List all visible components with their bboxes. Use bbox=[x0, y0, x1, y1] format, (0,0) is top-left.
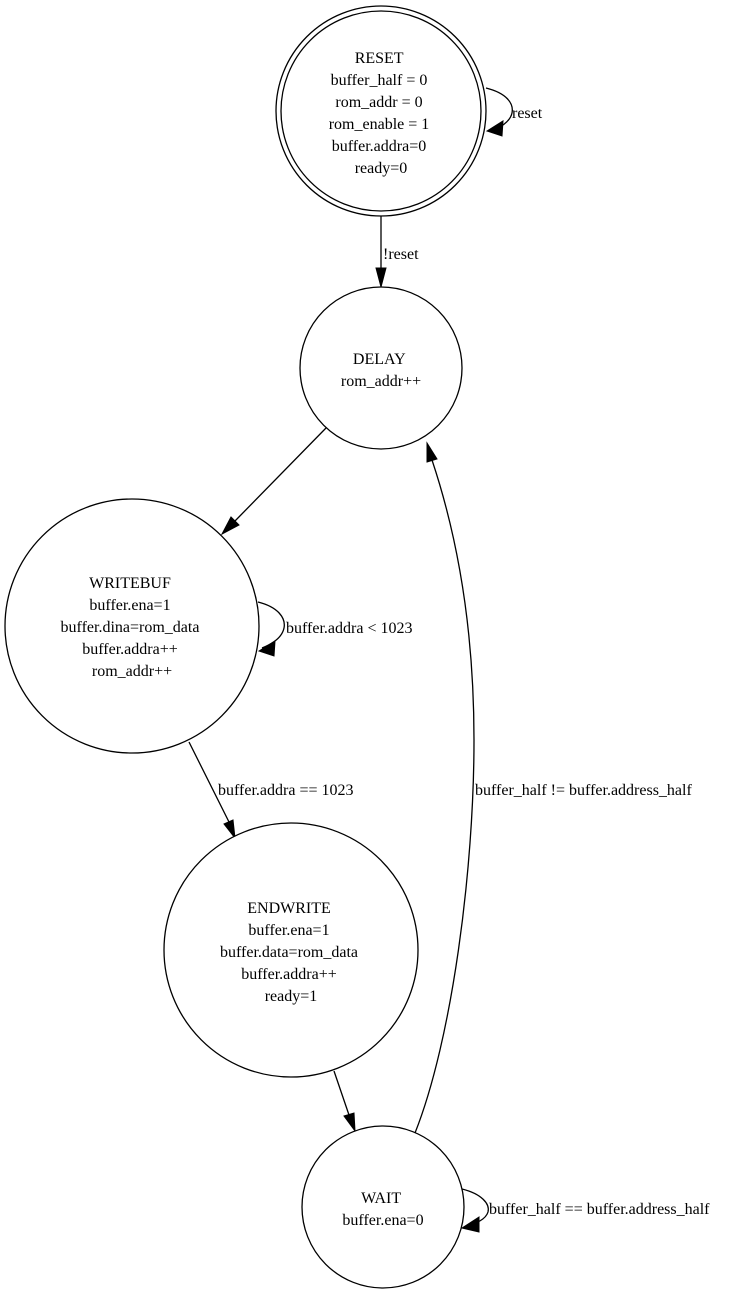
state-writebuf-name: WRITEBUF bbox=[89, 575, 171, 592]
svg-text:DELAY rom_addr++: DELAY rom_addr++ bbox=[341, 351, 421, 390]
edge-label-reset: reset bbox=[512, 105, 543, 122]
edge-wait-to-delay bbox=[414, 441, 475, 1134]
state-wait: WAIT buffer.ena=0 bbox=[301, 1125, 465, 1289]
edge-reset-to-delay bbox=[375, 216, 387, 289]
state-delay-name: DELAY bbox=[353, 351, 406, 368]
state-writebuf: WRITEBUF buffer.ena=1 buffer.dina=rom_da… bbox=[4, 498, 260, 754]
edge-reset-self bbox=[485, 87, 513, 137]
edge-label-half-neq: buffer_half != buffer.address_half bbox=[475, 782, 692, 799]
state-reset-action: ready=0 bbox=[355, 160, 408, 177]
state-reset-action: rom_addr = 0 bbox=[335, 94, 422, 111]
state-wait-name: WAIT bbox=[361, 1190, 401, 1207]
state-reset-action: rom_enable = 1 bbox=[329, 116, 430, 133]
state-endwrite-action: buffer.addra++ bbox=[241, 966, 337, 983]
state-reset: RESET buffer_half = 0 rom_addr = 0 rom_e… bbox=[275, 5, 487, 217]
edge-writebuf-self bbox=[257, 601, 285, 657]
state-writebuf-action: buffer.ena=1 bbox=[89, 597, 170, 614]
state-endwrite-action: buffer.data=rom_data bbox=[220, 944, 358, 961]
state-wait-action: buffer.ena=0 bbox=[342, 1212, 423, 1229]
state-writebuf-action: buffer.dina=rom_data bbox=[61, 619, 200, 636]
state-reset-name: RESET bbox=[355, 50, 404, 67]
state-writebuf-action: rom_addr++ bbox=[92, 663, 172, 680]
edge-label-not-reset: !reset bbox=[383, 246, 419, 263]
state-endwrite-action: buffer.ena=1 bbox=[248, 922, 329, 939]
svg-text:RESET buffer_half = 0: RESET buffer_half = 0 rom_addr = 0 rom_e… bbox=[329, 50, 434, 177]
svg-text:WAIT buffer.ena=0: WAIT buffer.ena=0 bbox=[342, 1190, 423, 1229]
svg-text:WRITEBUF buffer.ena=1: WRITEBUF buffer.ena=1 buffer.dina=rom_da… bbox=[61, 575, 204, 680]
edge-wait-self bbox=[460, 1188, 489, 1233]
state-reset-action: buffer_half = 0 bbox=[331, 72, 428, 89]
state-reset-inner-ring bbox=[280, 10, 482, 212]
edge-label-addra-eq-1023: buffer.addra == 1023 bbox=[218, 782, 354, 799]
edge-label-addra-lt-1023: buffer.addra < 1023 bbox=[286, 620, 412, 637]
edge-endwrite-to-wait bbox=[333, 1070, 356, 1133]
state-endwrite: ENDWRITE buffer.ena=1 buffer.data=rom_da… bbox=[163, 822, 419, 1078]
state-delay: DELAY rom_addr++ bbox=[299, 286, 463, 450]
state-delay-action: rom_addr++ bbox=[341, 373, 421, 390]
edge-delay-to-writebuf bbox=[220, 427, 327, 536]
state-endwrite-action: ready=1 bbox=[265, 988, 318, 1005]
state-writebuf-action: buffer.addra++ bbox=[82, 641, 178, 658]
state-endwrite-name: ENDWRITE bbox=[247, 900, 331, 917]
edge-writebuf-to-endwrite bbox=[188, 741, 236, 840]
svg-text:ENDWRITE buffer.ena=1: ENDWRITE buffer.ena=1 buffer.data=rom_da… bbox=[220, 900, 362, 1005]
edge-label-half-eq: buffer_half == buffer.address_half bbox=[489, 1201, 710, 1218]
state-reset-action: buffer.addra=0 bbox=[332, 138, 426, 155]
